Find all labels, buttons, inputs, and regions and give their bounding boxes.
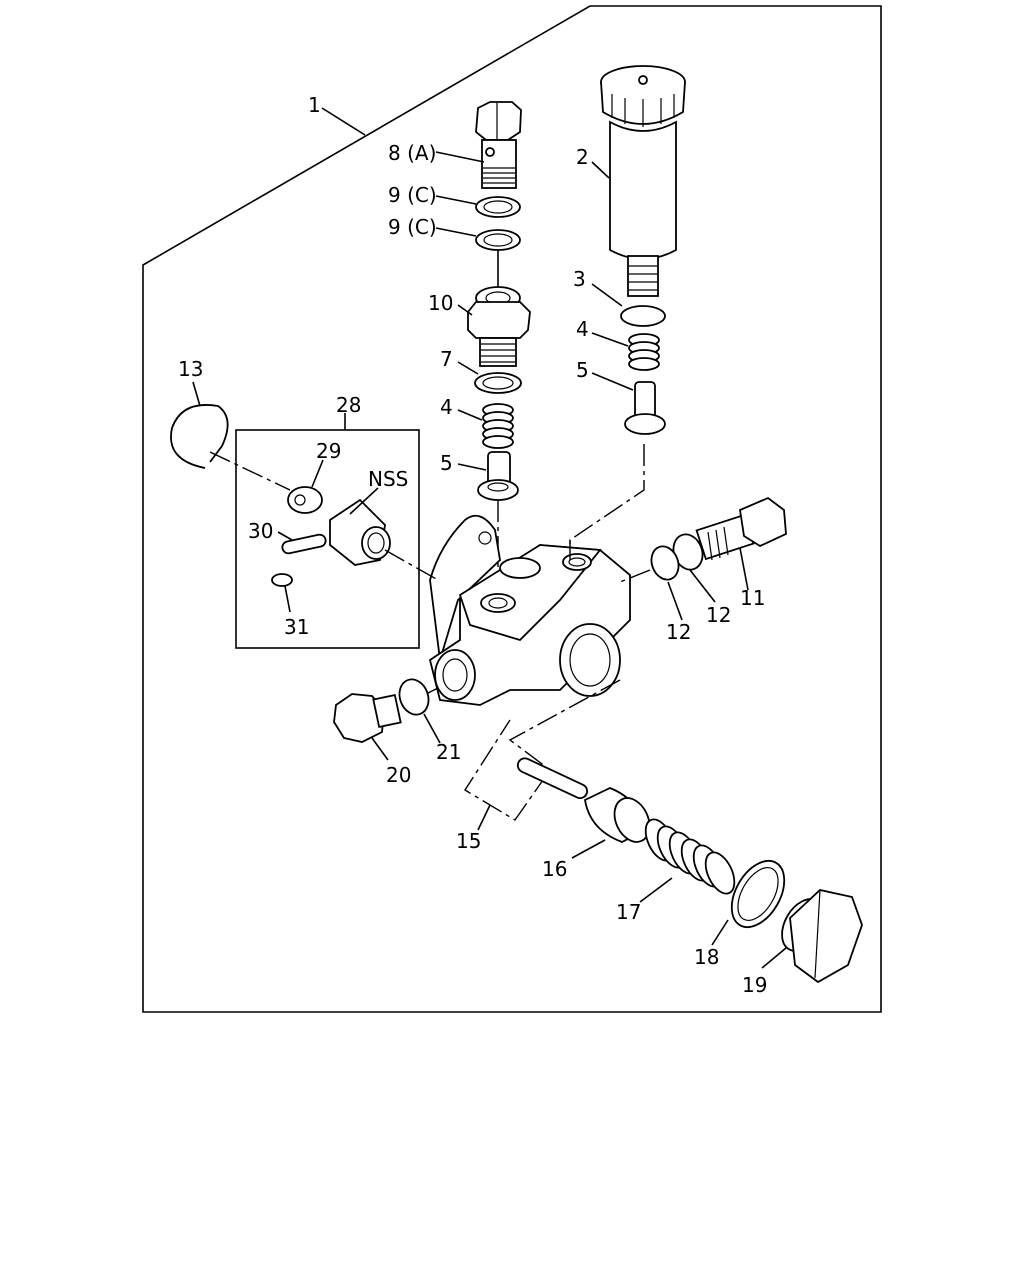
pin-part (281, 533, 327, 555)
priming-pump-part (600, 65, 686, 297)
callout-label: 7 (440, 347, 453, 371)
callout-label: 18 (694, 945, 719, 969)
callout-label: 16 (542, 857, 567, 881)
callout-label: 11 (740, 586, 765, 610)
washer-part (398, 678, 430, 716)
spring-part (482, 403, 514, 449)
plug-part (781, 889, 863, 984)
banjo-bolt-part (475, 101, 522, 189)
washer-part (474, 372, 522, 394)
spring-part (628, 333, 660, 371)
callout-label: 21 (436, 740, 461, 764)
plug-part (333, 693, 402, 743)
callout-label: 3 (573, 267, 586, 291)
piston-part (584, 787, 651, 843)
callout-label: 13 (178, 357, 203, 381)
callout-label: 2 (576, 145, 589, 169)
callout-label: 8 (A) (388, 141, 436, 165)
valve-part (624, 381, 666, 435)
callout-label: 5 (440, 451, 453, 475)
clip-part (271, 573, 293, 587)
callout-label: 9 (C) (388, 215, 437, 239)
callout-label: 1 (308, 93, 321, 117)
pump-body-part (428, 514, 631, 706)
callout-label: 5 (576, 358, 589, 382)
callout-label: 30 (248, 519, 273, 543)
snap-ring-part (170, 404, 229, 469)
callout-label: 28 (336, 393, 361, 417)
banjo-bolt-part (695, 496, 787, 561)
assembly-frame (142, 5, 882, 1013)
pin-part (516, 757, 588, 800)
callout-label: 31 (284, 615, 309, 639)
callout-label: 12 (666, 620, 691, 644)
callout-label: 9 (C) (388, 183, 437, 207)
callout-label: 29 (316, 439, 341, 463)
washer-part (650, 545, 680, 581)
callout-label: 10 (428, 291, 453, 315)
callout-label: 15 (456, 829, 481, 853)
callout-label: 4 (440, 395, 453, 419)
gasket-part (730, 860, 786, 928)
callout-label: NSS (368, 467, 408, 491)
callout-label: 20 (386, 763, 411, 787)
spring-part (644, 818, 736, 895)
washer-part (620, 305, 666, 327)
leader-lines (192, 107, 787, 969)
valve-part (477, 451, 519, 501)
connector-part (467, 286, 531, 367)
subassembly-box (235, 429, 420, 649)
callout-label: 17 (616, 900, 641, 924)
callout-label: 4 (576, 317, 589, 341)
washer-part (475, 229, 521, 251)
callout-label: 19 (742, 973, 767, 997)
washer-part (475, 196, 521, 218)
lever-part (329, 498, 391, 566)
callout-label: 12 (706, 603, 731, 627)
